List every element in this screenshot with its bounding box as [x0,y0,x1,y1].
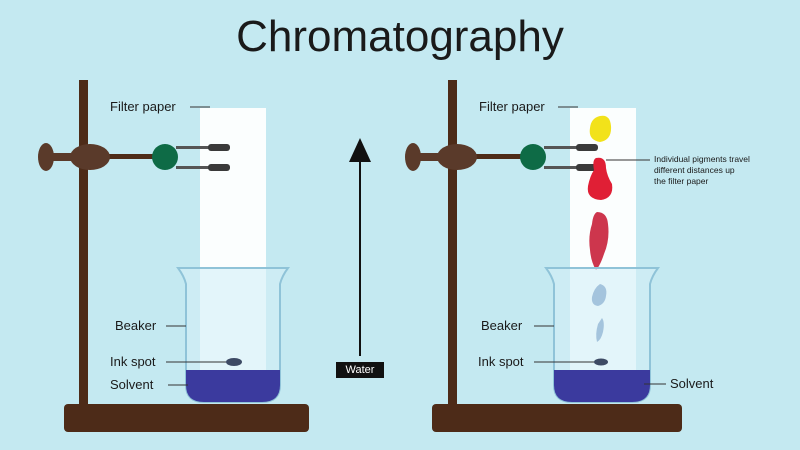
pigment-note-line-3: the filter paper [654,176,709,186]
left-clamp-tip-top [208,144,230,151]
right-filter-paper-label: Filter paper [479,99,545,114]
pigment-yellow [589,115,612,142]
left-beaker-label: Beaker [115,318,157,333]
pigment-red-lower [589,212,609,270]
right-clamp-arm [455,154,537,159]
right-solvent-label: Solvent [670,376,714,391]
left-clamp-screw [50,153,72,161]
right-ink-spot-label: Ink spot [478,354,524,369]
diagram-title: Chromatography [236,12,564,61]
left-solvent [186,370,280,402]
left-clamp-knob [38,143,54,171]
right-clamp-tip-bottom [576,164,598,171]
left-clamp-tip-bottom [208,164,230,171]
right-clamp-head [520,144,546,170]
left-stand-rod [79,80,88,406]
right-solvent [554,370,650,402]
water-arrow-head [349,138,371,162]
water-arrow [349,138,371,356]
left-solvent-label: Solvent [110,377,154,392]
left-ink-spot-label: Ink spot [110,354,156,369]
right-stand-base [432,404,682,432]
right-stand-rod [448,80,457,406]
pigment-note: Individual pigments travel different dis… [654,154,750,187]
water-label: Water [336,362,384,378]
right-beaker-label: Beaker [481,318,523,333]
right-boss-head [437,144,477,170]
pigment-red-upper [587,157,613,200]
left-clamp-head [152,144,178,170]
right-apparatus [405,80,682,432]
pigment-note-line-1: Individual pigments travel [654,154,750,164]
left-filter-paper-label: Filter paper [110,99,176,114]
right-clamp-screw [417,153,439,161]
right-clamp-knob [405,143,421,171]
right-clamp-tip-top [576,144,598,151]
left-stand-base [64,404,309,432]
left-clamp-prong-top [176,146,212,149]
left-clamp-arm [86,154,168,159]
left-boss-head [70,144,110,170]
pigment-note-line-2: different distances up [654,165,735,175]
left-clamp-prong-bottom [176,166,212,169]
right-ink-spot [594,358,608,366]
left-ink-spot [226,358,242,366]
left-apparatus [38,80,309,432]
right-clamp-prong-bottom [544,166,580,169]
right-clamp-prong-top [544,146,580,149]
